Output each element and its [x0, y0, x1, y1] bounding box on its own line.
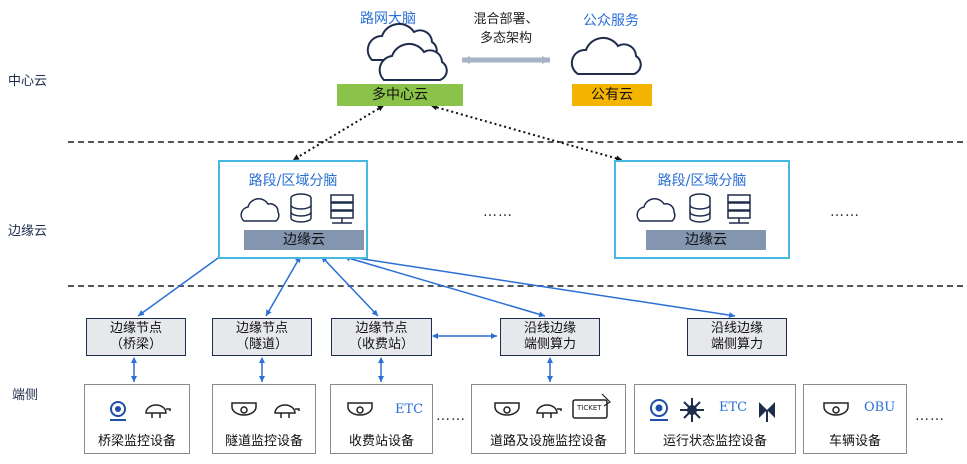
device-label: 隧道监控设备	[224, 434, 303, 449]
layer-label-center: 中心云	[8, 74, 48, 89]
edge-ellipsis-1: ……	[483, 204, 513, 220]
device-label: 道路及设施监控设备	[489, 434, 607, 449]
hybrid-text-line2: 多态架构	[479, 31, 532, 46]
device-label: 收费站设备	[348, 434, 414, 449]
brain-title: 路网大脑	[360, 11, 416, 27]
node-line: 端侧算力	[523, 337, 576, 352]
server-icon	[330, 194, 751, 224]
etc-tag: ETC	[395, 402, 424, 417]
device-ellipsis-1: ……	[436, 408, 466, 424]
public-title: 公众服务	[583, 13, 639, 29]
public-bar: 公有云	[572, 84, 652, 106]
layer-label-terminal: 端侧	[12, 388, 39, 403]
antenna-icon	[759, 402, 775, 422]
device-ellipsis-2: ……	[915, 408, 945, 424]
cctv-camera-icon	[494, 402, 520, 416]
obu-tag: OBU	[864, 400, 896, 415]
device-label: 桥梁监控设备	[97, 434, 176, 449]
brain-bar: 多中心云	[337, 84, 463, 106]
database-icon	[290, 193, 711, 223]
dome-camera-icon	[274, 404, 300, 418]
node-line: （收费站）	[348, 337, 414, 352]
layer-label-edge: 边缘云	[8, 224, 48, 239]
edge-box-bar: 边缘云	[646, 230, 766, 250]
device-toll: ETC 收费站设备	[330, 384, 433, 454]
node-line: （隧道）	[235, 337, 288, 352]
edge-box-bar: 边缘云	[244, 230, 364, 250]
hybrid-text-line1: 混合部署、	[473, 12, 539, 27]
device-road: 道路及设施监控设备	[471, 384, 626, 454]
edge-ellipsis-2: ……	[830, 204, 860, 220]
edge-node-bridge: 边缘节点 （桥梁）	[86, 318, 186, 356]
device-bridge: 桥梁监控设备	[84, 384, 190, 454]
node-line: （桥梁）	[109, 337, 162, 352]
edge-node-roadside-1: 沿线边缘 端侧算力	[500, 318, 600, 356]
ticket-text: TICKET	[577, 404, 602, 412]
device-label: 运行状态监控设备	[662, 434, 767, 449]
edge-node-roadside-2: 沿线边缘 端侧算力	[687, 318, 787, 356]
ticket-icon	[572, 393, 611, 419]
edge-node-tunnel: 边缘节点 （隧道）	[212, 318, 312, 356]
edge-node-toll: 边缘节点 （收费站）	[331, 318, 432, 356]
edge-box-title: 路段/区域分脑	[657, 173, 747, 189]
cctv-camera-icon	[347, 402, 373, 416]
cctv-camera-icon	[231, 402, 257, 416]
node-line: 边缘节点	[355, 321, 408, 336]
cctv-camera-icon	[823, 402, 849, 416]
device-status: ETC 运行状态监控设备	[634, 384, 796, 454]
node-line: 沿线边缘	[710, 321, 763, 336]
webcam-icon	[110, 401, 126, 421]
dome-camera-icon	[536, 404, 562, 418]
hybrid-text: 混合部署、 多态架构	[462, 10, 550, 48]
edge-box-title: 路段/区域分脑	[248, 173, 338, 189]
node-line: 沿线边缘	[523, 321, 576, 336]
cloud-icon	[240, 198, 676, 222]
radar-icon	[680, 398, 704, 422]
device-tunnel: 隧道监控设备	[212, 384, 316, 454]
node-line: 边缘节点	[109, 321, 162, 336]
node-line: 边缘节点	[235, 321, 288, 336]
node-line: 端侧算力	[710, 337, 763, 352]
device-vehicle: OBU 车辆设备	[803, 384, 907, 454]
device-label: 车辆设备	[828, 434, 881, 449]
dome-camera-icon	[145, 404, 171, 418]
webcam-icon	[650, 399, 668, 421]
etc-tag: ETC	[719, 400, 748, 415]
